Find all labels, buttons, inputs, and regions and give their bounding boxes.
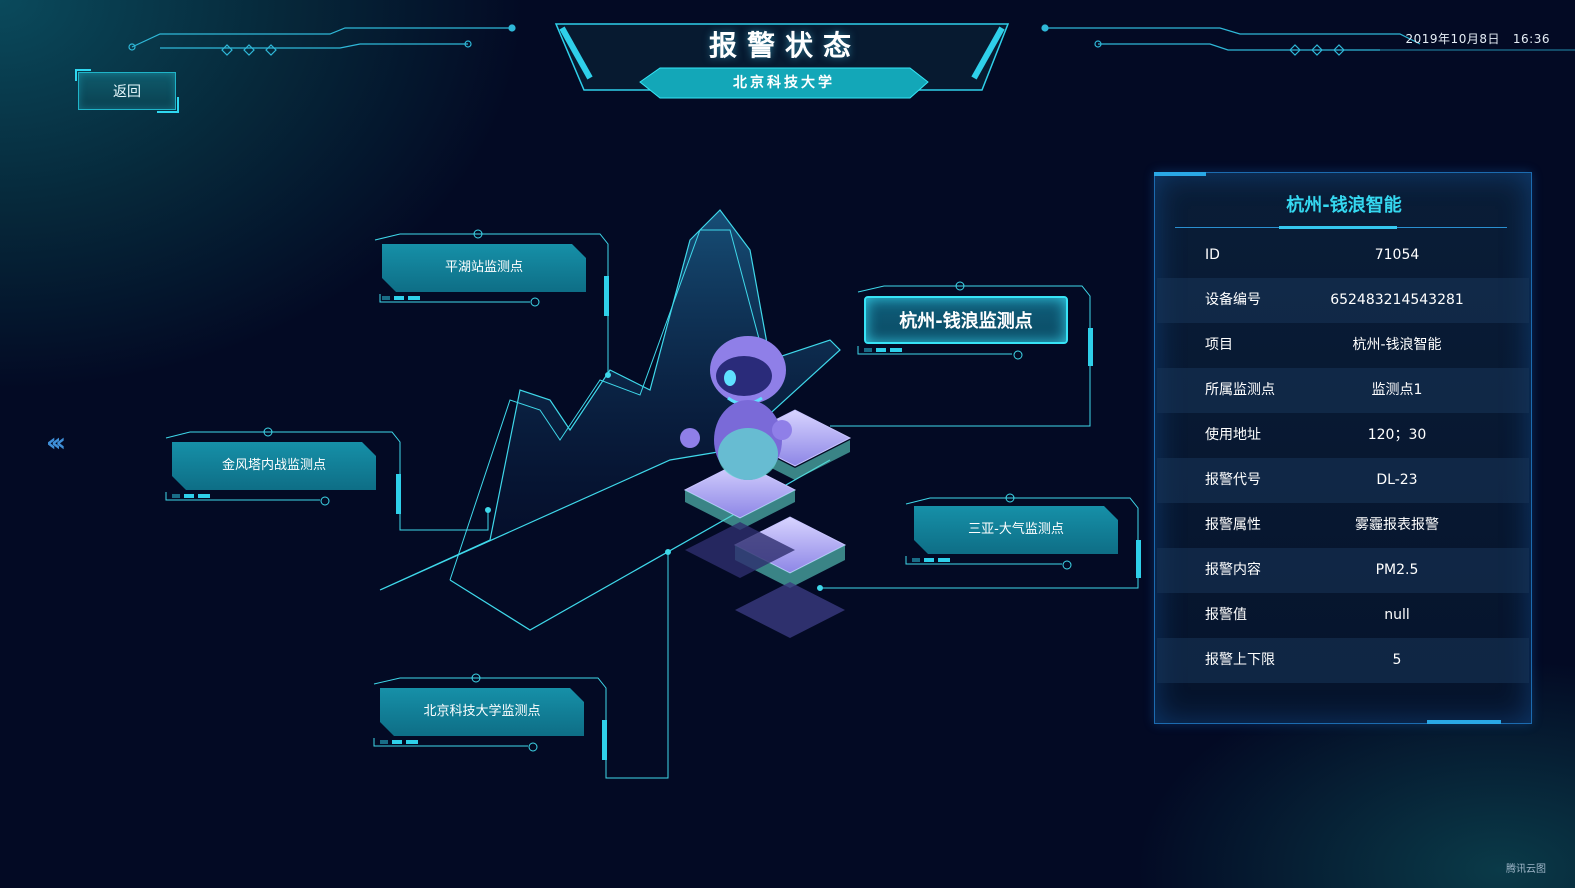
datetime-display: 2019年10月8日 16:36 [1405, 32, 1550, 46]
detail-row: 项目 杭州-钱浪智能 [1157, 323, 1529, 368]
detail-key: 所属监测点 [1205, 382, 1275, 398]
detail-row: 报警属性 雾霾报表报警 [1157, 503, 1529, 548]
detail-key: 报警内容 [1205, 562, 1261, 578]
detail-row: 设备编号 652483214543281 [1157, 278, 1529, 323]
header-decoration [128, 23, 1575, 99]
monitoring-point-sanya[interactable]: 三亚-大气监测点 [914, 506, 1118, 554]
detail-key: 报警属性 [1205, 517, 1261, 533]
detail-row: 报警内容 PM2.5 [1157, 548, 1529, 593]
panel-corner-accent [1154, 172, 1206, 176]
detail-row: 所属监测点 监测点1 [1157, 368, 1529, 413]
watermark-text: 腾讯云图 [1506, 864, 1546, 875]
title-right-stripes [971, 26, 1005, 80]
detail-value: 120；30 [1367, 427, 1427, 443]
panel-corner-accent [1427, 720, 1501, 724]
alarm-detail-panel: 杭州-钱浪智能 ID 71054 设备编号 652483214543281 项目… [1154, 172, 1532, 724]
detail-value: 71054 [1374, 247, 1420, 263]
monitoring-point-hangzhou[interactable]: 杭州-钱浪监测点 [864, 296, 1068, 344]
subtitle-plate [639, 67, 929, 99]
robot-illustration [379, 209, 852, 638]
monitoring-point-pinghu[interactable]: 平湖站监测点 [382, 244, 586, 292]
detail-key: 报警上下限 [1205, 652, 1275, 668]
back-button[interactable]: 返回 [75, 69, 179, 113]
detail-key: 设备编号 [1205, 292, 1261, 308]
page-subtitle: 北京科技大学 [733, 75, 835, 91]
detail-value: 监测点1 [1371, 382, 1423, 398]
detail-row: 报警上下限 5 [1157, 638, 1529, 683]
detail-key: ID [1205, 247, 1220, 263]
detail-row: 报警值 null [1157, 593, 1529, 638]
detail-value: 杭州-钱浪智能 [1352, 337, 1442, 353]
detail-value: null [1384, 607, 1410, 623]
monitoring-point-jinfengta[interactable]: 金风塔内战监测点 [172, 442, 376, 490]
detail-key: 项目 [1205, 337, 1233, 353]
page-title: 报警状态 [708, 29, 861, 62]
detail-row: ID 71054 [1157, 233, 1529, 278]
panel-title-divider-highlight [1279, 226, 1397, 229]
detail-value: 5 [1392, 652, 1402, 668]
panel-title: 杭州-钱浪智能 [1286, 195, 1402, 216]
detail-value: PM2.5 [1375, 562, 1419, 578]
detail-row: 报警代号 DL-23 [1157, 458, 1529, 503]
detail-key: 报警代号 [1205, 472, 1261, 488]
monitoring-point-ustb[interactable]: 北京科技大学监测点 [380, 688, 584, 736]
detail-value: DL-23 [1376, 472, 1418, 488]
detail-row: 使用地址 120；30 [1157, 413, 1529, 458]
left-circuit-decoration [128, 24, 516, 56]
detail-key: 报警值 [1205, 607, 1247, 623]
detail-key: 使用地址 [1205, 427, 1261, 443]
right-circuit-decoration [1041, 24, 1575, 56]
detail-value: 雾霾报表报警 [1355, 517, 1439, 533]
title-left-stripes [559, 26, 593, 80]
detail-value: 652483214543281 [1330, 292, 1464, 308]
